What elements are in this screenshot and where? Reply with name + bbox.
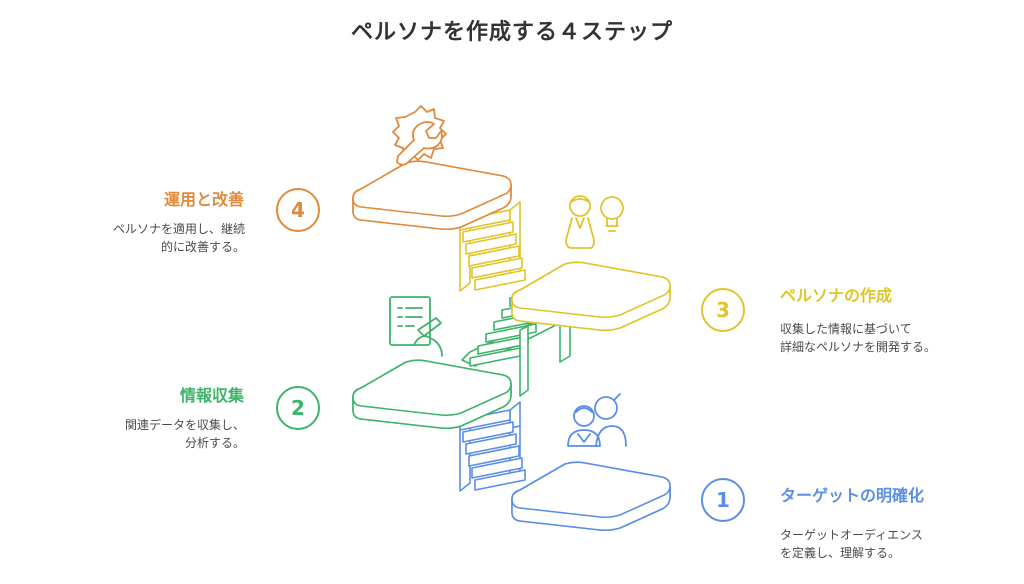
step2-title: 情報収集 — [179, 386, 244, 405]
step2-description: 関連データを収集し、 分析する。 — [125, 416, 245, 452]
platform-4 — [352, 160, 512, 231]
platform-1 — [511, 461, 671, 532]
platform-2 — [352, 359, 512, 430]
step2-desc-line1: 関連データを収集し、 — [124, 418, 245, 432]
step4-desc-line1: ペルソナを適用し、継続 — [112, 222, 245, 236]
gear-wrench-icon — [392, 105, 447, 166]
step4-number-badge: 4 — [276, 188, 320, 232]
step3-title: ペルソナの作成 — [780, 286, 893, 305]
step3-description: 収集した情報に基づいて 詳細なペルソナを開発する。 — [780, 320, 936, 356]
page-title: ペルソナを作成する４ステップ — [350, 20, 673, 45]
people-icon — [567, 393, 627, 447]
persona-lightbulb-icon — [565, 195, 624, 249]
stairs-1-to-2 — [459, 401, 526, 492]
document-pen-icon — [389, 296, 443, 357]
step3-desc-line2: 詳細なペルソナを開発する。 — [780, 340, 937, 354]
step1-description: ターゲットオーディエンス を定義し、理解する。 — [780, 526, 923, 562]
platform-3 — [511, 261, 671, 332]
step4-description: ペルソナを適用し、継続 的に改善する。 — [113, 220, 245, 256]
step4-desc-line2: 的に改善する。 — [160, 240, 245, 254]
step3-number-badge: 3 — [701, 288, 745, 332]
step4-title: 運用と改善 — [163, 190, 244, 209]
step1-number-badge: 1 — [701, 478, 745, 522]
step1-title: ターゲットの明確化 — [780, 486, 925, 505]
step3-desc-line1: 収集した情報に基づいて — [780, 322, 912, 336]
step2-number-badge: 2 — [276, 386, 320, 430]
step2-desc-line2: 分析する。 — [184, 436, 245, 450]
step1-desc-line2: を定義し、理解する。 — [780, 546, 901, 560]
step1-desc-line1: ターゲットオーディエンス — [780, 528, 923, 542]
